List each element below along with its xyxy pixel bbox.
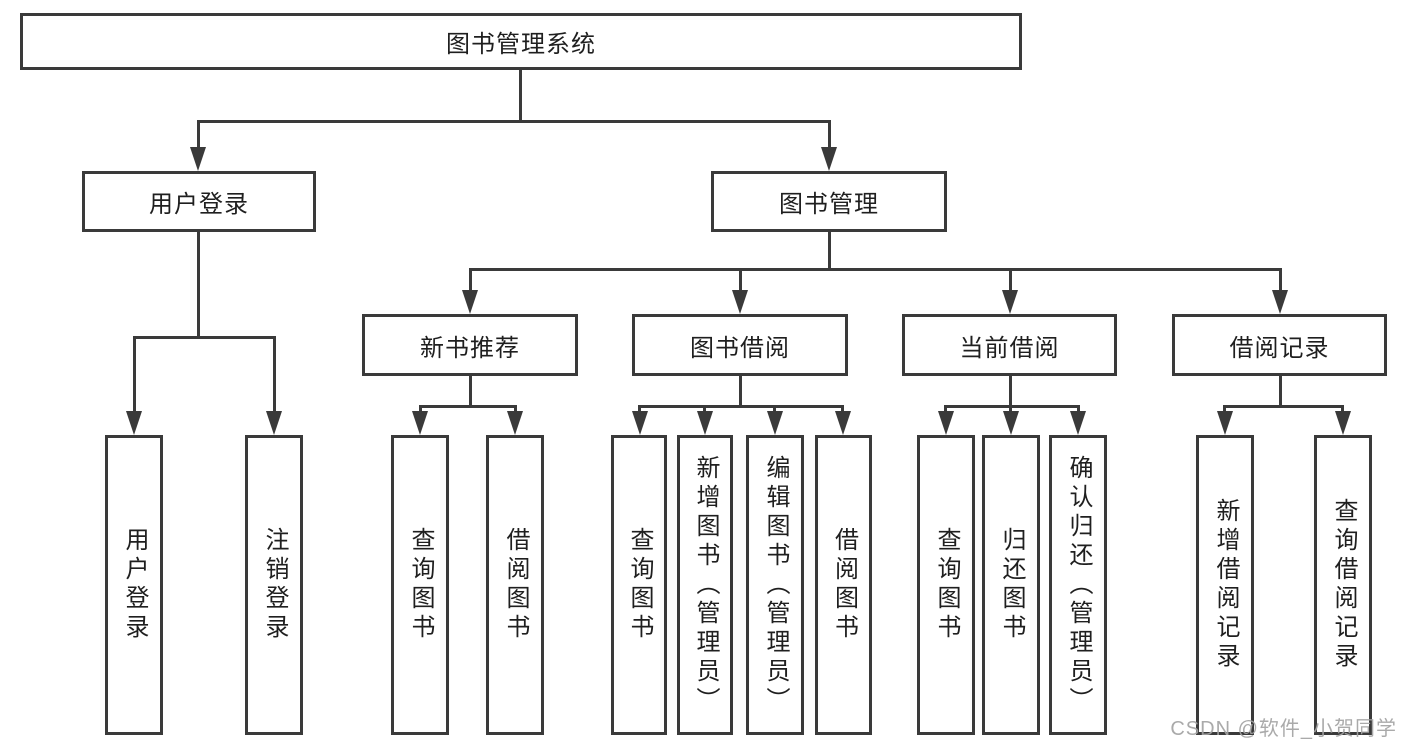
- arrow-down-icon: [1002, 290, 1018, 314]
- connector-group2-drop-1: [638, 405, 641, 415]
- connector-group1-drop-1: [419, 405, 422, 415]
- leaf-query-borrow-record-label: 查询借阅记录: [1330, 498, 1357, 672]
- leaf-confirm-return-admin-label: 确认归还（管理员）: [1065, 454, 1092, 716]
- arrow-down-icon: [767, 411, 783, 435]
- arrow-down-icon: [732, 290, 748, 314]
- connector-level3-hbar: [469, 268, 1282, 271]
- connector-group2-drop-2: [703, 405, 706, 415]
- connector-group2-stem: [739, 376, 742, 408]
- connector-group2-drop-3: [773, 405, 776, 415]
- connector-level3-drop-4: [1279, 268, 1282, 292]
- node-new-book-recommend: 新书推荐: [362, 314, 578, 376]
- leaf-return-books: 归还图书: [982, 435, 1040, 735]
- connector-userlogin-drop-2: [273, 336, 276, 414]
- connector-group4-drop-1: [1223, 405, 1226, 415]
- connector-level2-hbar: [197, 120, 831, 123]
- arrow-down-icon: [697, 411, 713, 435]
- leaf-user-login-label: 用户登录: [121, 527, 148, 643]
- connector-group1-stem: [469, 376, 472, 408]
- connector-group3-drop-3: [1077, 405, 1080, 415]
- connector-level3-drop-3: [1009, 268, 1012, 292]
- arrow-down-icon: [1335, 411, 1351, 435]
- connector-level2-drop-right: [828, 120, 831, 152]
- leaf-edit-books-admin: 编辑图书（管理员）: [746, 435, 804, 735]
- arrow-down-icon: [938, 411, 954, 435]
- node-root-system: 图书管理系统: [20, 13, 1022, 70]
- node-current-borrow: 当前借阅: [902, 314, 1117, 376]
- leaf-add-borrow-record-label: 新增借阅记录: [1212, 498, 1239, 672]
- arrow-down-icon: [266, 411, 282, 435]
- leaf-add-books-admin-label: 新增图书（管理员）: [692, 454, 719, 716]
- leaf-user-login: 用户登录: [105, 435, 163, 735]
- leaf-query-books-2-label: 查询图书: [626, 527, 653, 643]
- connector-userlogin-hbar: [133, 336, 276, 339]
- connector-group3-drop-2: [1009, 405, 1012, 415]
- arrow-down-icon: [1003, 411, 1019, 435]
- leaf-logout-label: 注销登录: [261, 527, 288, 643]
- node-user-login: 用户登录: [82, 171, 316, 232]
- node-book-management-label: 图书管理: [779, 191, 879, 218]
- connector-group3-drop-1: [944, 405, 947, 415]
- connector-level2-drop-left: [197, 120, 200, 152]
- leaf-borrow-books-2-label: 借阅图书: [830, 527, 858, 643]
- connector-group2-drop-4: [841, 405, 844, 415]
- leaf-query-books-3-label: 查询图书: [933, 527, 960, 643]
- leaf-add-books-admin: 新增图书（管理员）: [677, 435, 733, 735]
- arrow-down-icon: [412, 411, 428, 435]
- leaf-return-books-label: 归还图书: [998, 527, 1025, 643]
- leaf-logout: 注销登录: [245, 435, 303, 735]
- leaf-query-books-3: 查询图书: [917, 435, 975, 735]
- node-new-book-recommend-label: 新书推荐: [420, 334, 520, 362]
- node-borrow-record-label: 借阅记录: [1229, 334, 1330, 362]
- connector-group4-stem: [1279, 376, 1282, 408]
- arrow-down-icon: [462, 290, 478, 314]
- leaf-query-borrow-record: 查询借阅记录: [1314, 435, 1372, 735]
- connector-group1-drop-2: [514, 405, 517, 415]
- arrow-down-icon: [190, 147, 206, 171]
- leaf-query-books-2: 查询图书: [611, 435, 667, 735]
- leaf-borrow-books-2: 借阅图书: [815, 435, 872, 735]
- arrow-down-icon: [835, 411, 851, 435]
- connector-group4-drop-2: [1341, 405, 1344, 415]
- leaf-query-books-1: 查询图书: [391, 435, 449, 735]
- arrow-down-icon: [507, 411, 523, 435]
- connector-bookmgmt-stem: [828, 232, 831, 270]
- leaf-add-borrow-record: 新增借阅记录: [1196, 435, 1254, 735]
- leaf-confirm-return-admin: 确认归还（管理员）: [1049, 435, 1107, 735]
- node-root-label: 图书管理系统: [446, 31, 596, 58]
- leaf-borrow-books-1: 借阅图书: [486, 435, 544, 735]
- arrow-down-icon: [1070, 411, 1086, 435]
- connector-group2-hbar: [638, 405, 844, 408]
- connector-group3-stem: [1009, 376, 1012, 408]
- csdn-watermark: CSDN @软件_小贺同学: [1170, 718, 1397, 740]
- node-book-borrow: 图书借阅: [632, 314, 848, 376]
- node-current-borrow-label: 当前借阅: [959, 334, 1060, 362]
- arrow-down-icon: [632, 411, 648, 435]
- connector-group1-hbar: [419, 405, 517, 408]
- leaf-borrow-books-1-label: 借阅图书: [502, 527, 529, 643]
- leaf-edit-books-admin-label: 编辑图书（管理员）: [762, 454, 789, 716]
- connector-group4-hbar: [1223, 405, 1344, 408]
- connector-group3-hbar: [944, 405, 1080, 408]
- arrow-down-icon: [1272, 290, 1288, 314]
- arrow-down-icon: [126, 411, 142, 435]
- arrow-down-icon: [1217, 411, 1233, 435]
- node-book-management: 图书管理: [711, 171, 947, 232]
- arrow-down-icon: [821, 147, 837, 171]
- leaf-query-books-1-label: 查询图书: [407, 527, 434, 643]
- connector-userlogin-drop-1: [133, 336, 136, 414]
- connector-userlogin-stem: [197, 232, 200, 338]
- node-borrow-record: 借阅记录: [1172, 314, 1387, 376]
- connector-level3-drop-1: [469, 268, 472, 292]
- connector-root-stem: [519, 70, 522, 122]
- node-book-borrow-label: 图书借阅: [690, 334, 790, 362]
- node-user-login-label: 用户登录: [149, 191, 249, 218]
- connector-level3-drop-2: [739, 268, 742, 292]
